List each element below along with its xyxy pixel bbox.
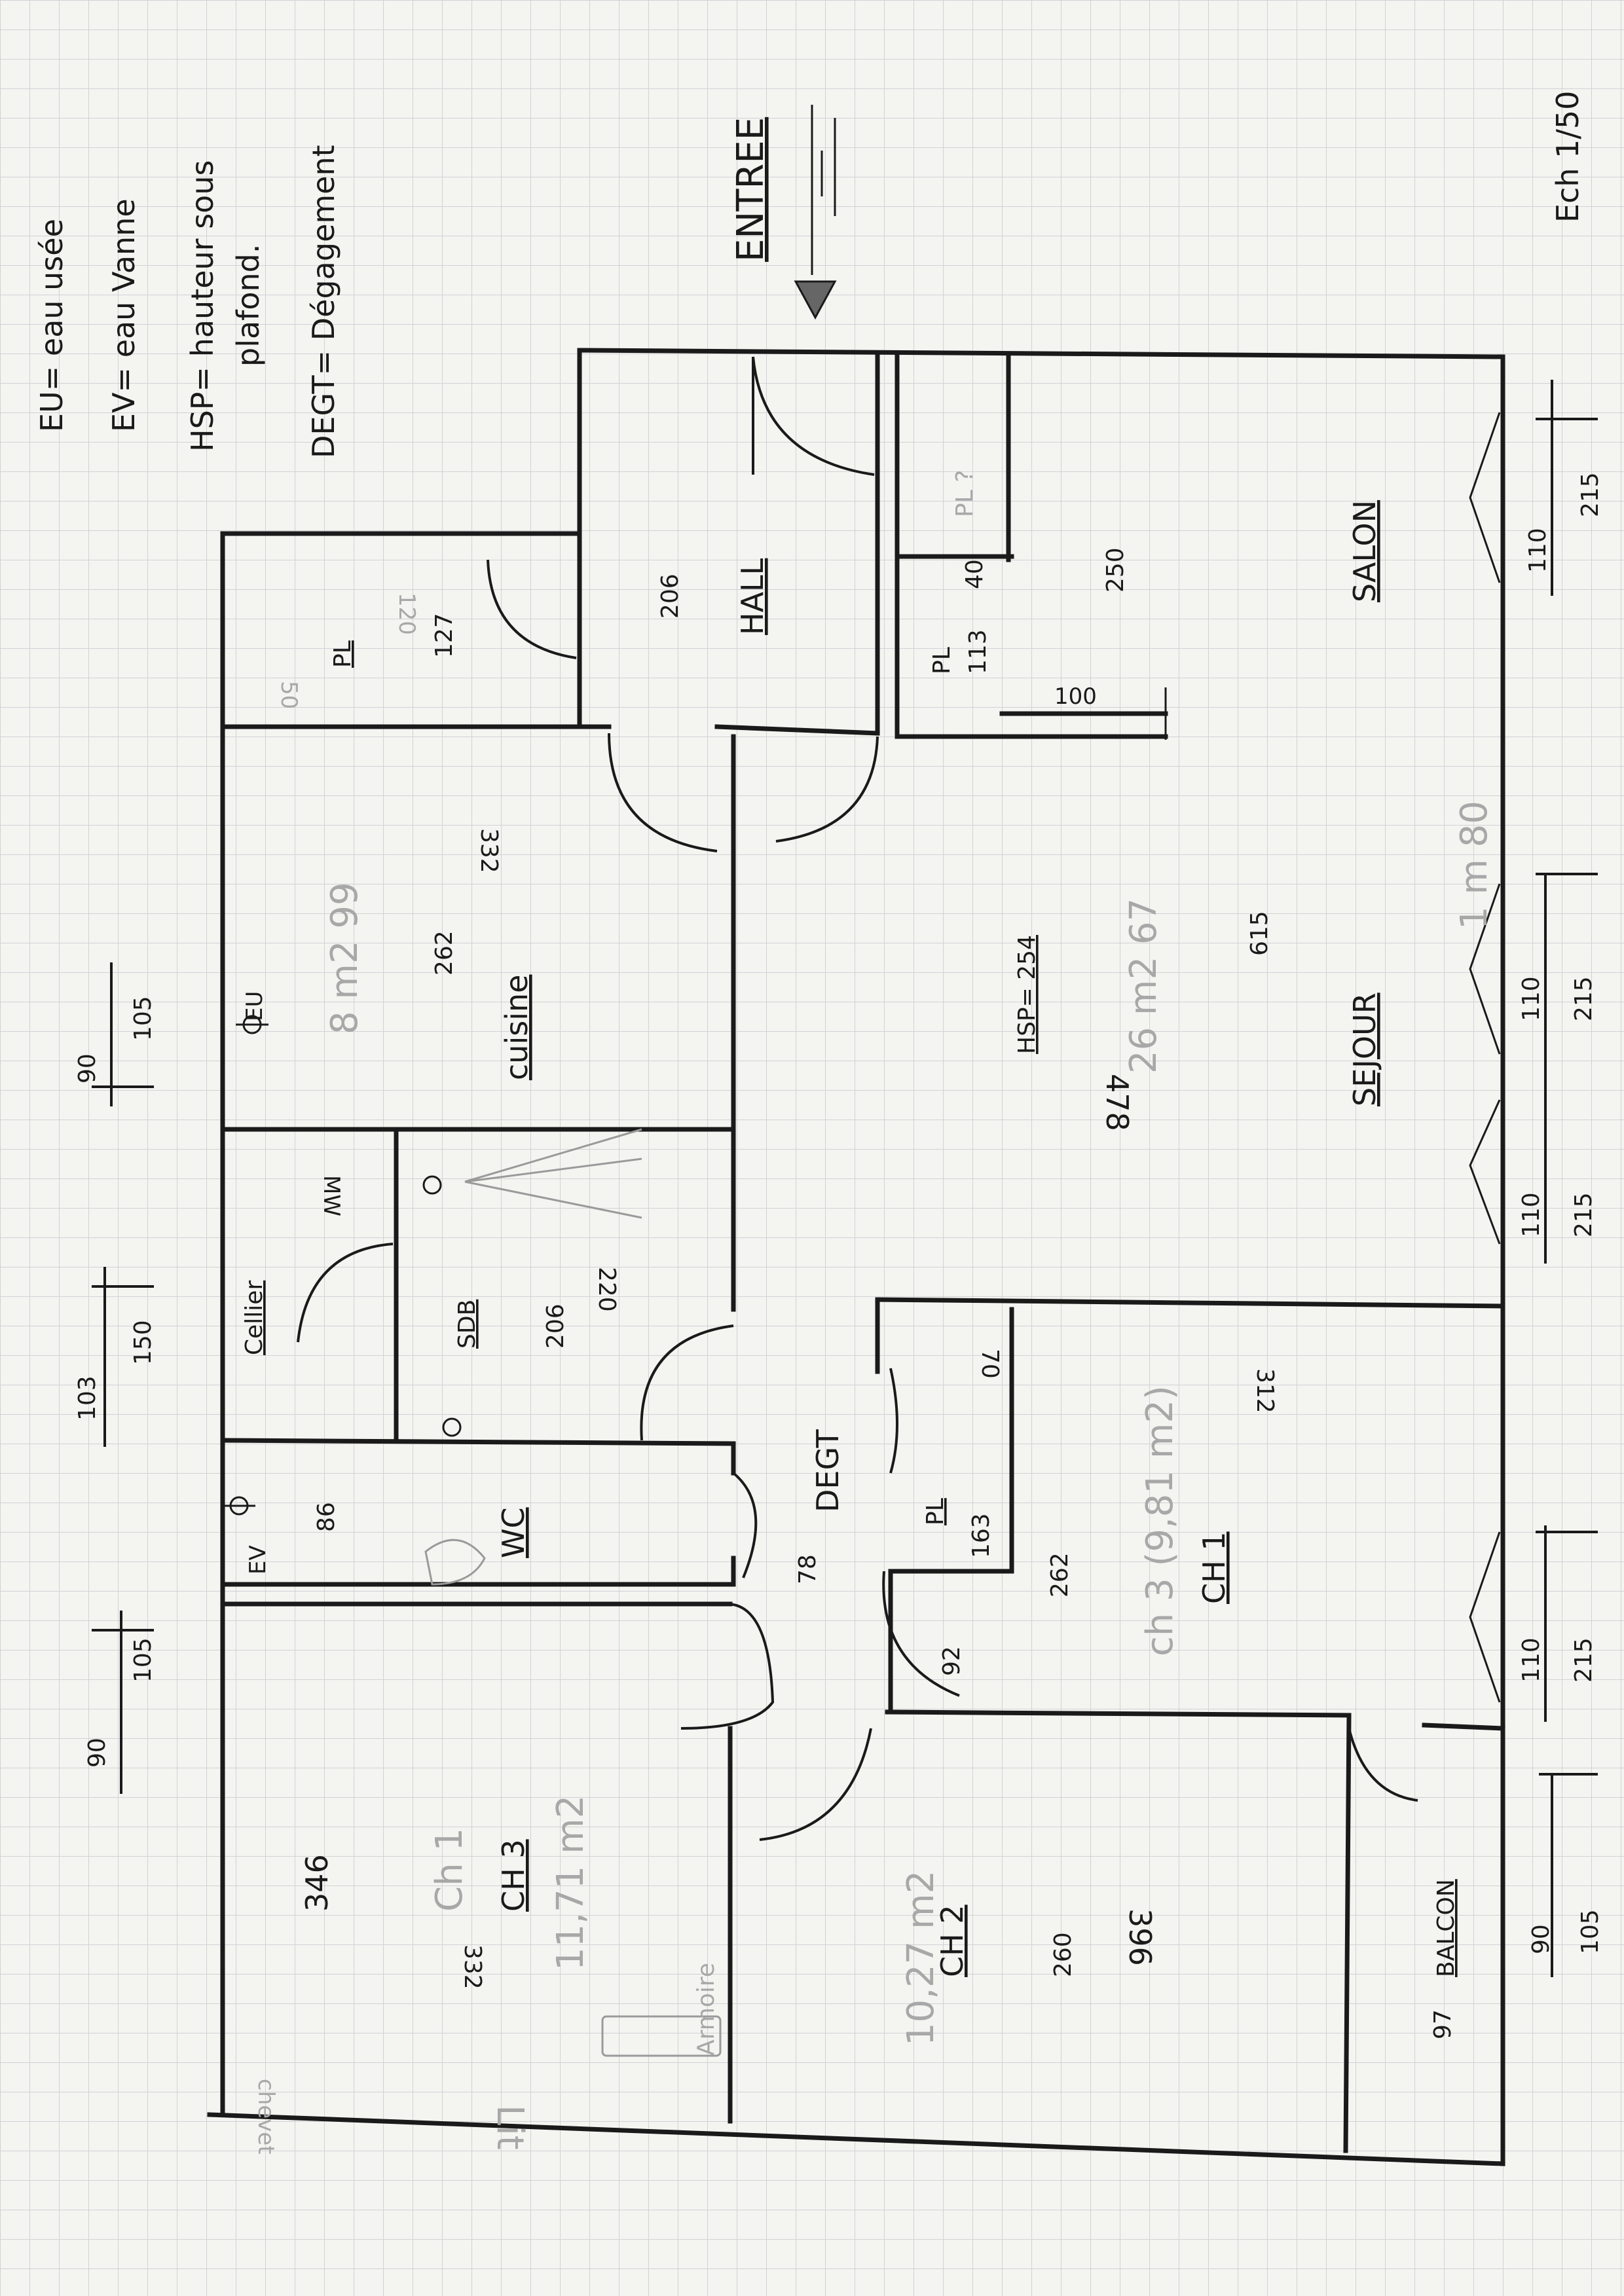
- dim-100: 100: [1054, 683, 1097, 710]
- walls: [207, 348, 1505, 2166]
- dim-pl-163: 163: [968, 1513, 995, 1558]
- dim-win-110-b: 110: [1518, 976, 1545, 1021]
- dimension-lines: [92, 380, 1598, 1977]
- dim-ch2-396: 396: [1122, 1908, 1158, 1966]
- dim-ch3-332: 332: [459, 1944, 486, 1990]
- legend-eu: EU= eau usée: [34, 219, 69, 432]
- dim-win-110-d: 110: [1518, 1637, 1545, 1683]
- scale-label: Ech 1/50: [1550, 91, 1585, 223]
- dim-cuisine-262: 262: [431, 930, 458, 975]
- sink-icon: [422, 1175, 442, 1195]
- dim-sdb-206: 206: [542, 1303, 569, 1349]
- dim-pl-113: 113: [965, 629, 991, 674]
- doors: [297, 356, 1418, 1841]
- entrance-arrow-icon: [794, 280, 837, 320]
- legend-deg: DEGT= Dégagement: [306, 145, 341, 458]
- room-cuisine: cuisine: [499, 975, 534, 1080]
- room-pl-kitchen: PL: [329, 640, 356, 668]
- dim-win-105-c: 105: [1577, 1909, 1604, 1954]
- furniture-lit: Lit: [489, 2105, 531, 2150]
- dim-hall-206: 206: [657, 574, 684, 619]
- dim-win-103: 103: [74, 1376, 101, 1421]
- dim-pl-50: 50: [276, 681, 302, 709]
- room-pl-hall: PL: [929, 647, 955, 674]
- sejour-area: 26 m2 67: [1122, 898, 1165, 1074]
- dim-pl-70: 70: [976, 1349, 1003, 1379]
- dim-win-105-b: 105: [130, 1637, 157, 1683]
- dim-pl-127: 127: [431, 613, 458, 658]
- room-ch1: CH 1: [1196, 1531, 1232, 1604]
- room-salon: SALON: [1347, 500, 1382, 602]
- dim-win-215-b: 215: [1570, 976, 1597, 1021]
- entrance-label: ENTREE: [729, 117, 772, 262]
- dim-win-90-a: 90: [74, 1053, 101, 1084]
- dim-door-92: 92: [938, 1646, 965, 1676]
- furniture-armoire: Armoire: [693, 1963, 720, 2056]
- sejour-length: 1 m 80: [1453, 801, 1496, 930]
- dimension-labels: 206 127 50 120 40 113 100 250 332 262 61…: [74, 472, 1604, 2039]
- room-cellier: Cellier: [241, 1281, 268, 1355]
- dim-sdb-220: 220: [593, 1267, 620, 1312]
- dim-ch1-262: 262: [1046, 1552, 1073, 1597]
- cuisine-area: 8 m2 99: [323, 882, 366, 1034]
- room-wc: WC: [496, 1507, 531, 1558]
- dim-win-110-c: 110: [1518, 1192, 1545, 1237]
- dim-salon-250: 250: [1102, 547, 1129, 592]
- dim-win-215-c: 215: [1570, 1192, 1597, 1237]
- hsp-label: HSP= 254: [1014, 935, 1041, 1054]
- mark-eu: EU: [242, 991, 268, 1021]
- dim-win-110-a: 110: [1524, 528, 1551, 573]
- shower-drain-icon: [442, 1417, 462, 1437]
- dim-ch2-260: 260: [1050, 1932, 1077, 1977]
- dim-win-105-a: 105: [130, 996, 157, 1041]
- dim-deg-78: 78: [794, 1554, 821, 1584]
- dim-cuisine-332: 332: [475, 828, 502, 873]
- symbols: [223, 1015, 722, 2057]
- dim-win-150: 150: [130, 1320, 157, 1365]
- dim-pl-120: 120: [394, 592, 420, 635]
- dim-ch1-312: 312: [1251, 1368, 1278, 1413]
- mark-ev: EV: [245, 1545, 271, 1575]
- room-ch2: CH 2: [934, 1904, 970, 1977]
- dim-sejour-478: 478: [1099, 1074, 1135, 1131]
- room-sejour: SEJOUR: [1347, 993, 1382, 1106]
- windows: [1469, 412, 1501, 1703]
- dim-win-215-a: 215: [1577, 472, 1604, 517]
- room-deg: DEGT: [810, 1429, 845, 1512]
- room-ch1-area: ch 3 (9,81 m2): [1139, 1385, 1181, 1656]
- room-ch3: CH 3: [496, 1839, 531, 1912]
- dim-win-90-b: 90: [84, 1738, 111, 1768]
- dim-wc-86: 86: [313, 1502, 340, 1532]
- room-ch3-old: Ch 1: [428, 1828, 471, 1912]
- legend-hsp-1: HSP= hauteur sous: [185, 160, 220, 452]
- legend-hsp-2: plafond.: [231, 244, 266, 367]
- room-hall: HALL: [735, 558, 770, 635]
- furniture-chevet: chevet: [253, 2079, 279, 2155]
- dim-sejour-615: 615: [1246, 911, 1273, 956]
- dim-win-90-c: 90: [1528, 1924, 1555, 1954]
- room-sdb: SDB: [454, 1300, 481, 1349]
- room-balcon: BALCON: [1433, 1879, 1460, 1977]
- room-pl-q: PL ?: [951, 470, 978, 517]
- dim-pl-40: 40: [961, 559, 988, 589]
- entrance-marker: ENTREE: [729, 105, 837, 320]
- room-ch2-area: 10,27 m2: [900, 1870, 942, 2046]
- legend-ev: EV= eau Vanne: [106, 198, 141, 432]
- room-pl-deg: PL: [922, 1498, 949, 1525]
- dim-balcon-97: 97: [1430, 2009, 1456, 2039]
- room-labels: HALL SALON SEJOUR HSP= 254 26 m2 67 1 m …: [241, 470, 1496, 2155]
- dim-ch3-346: 346: [299, 1854, 335, 1912]
- mark-mw: MW: [318, 1175, 344, 1216]
- room-ch3-area: 11,71 m2: [549, 1795, 592, 1971]
- dim-win-215-d: 215: [1570, 1637, 1597, 1683]
- legend: EU= eau usée EV= eau Vanne HSP= hauteur …: [34, 145, 341, 458]
